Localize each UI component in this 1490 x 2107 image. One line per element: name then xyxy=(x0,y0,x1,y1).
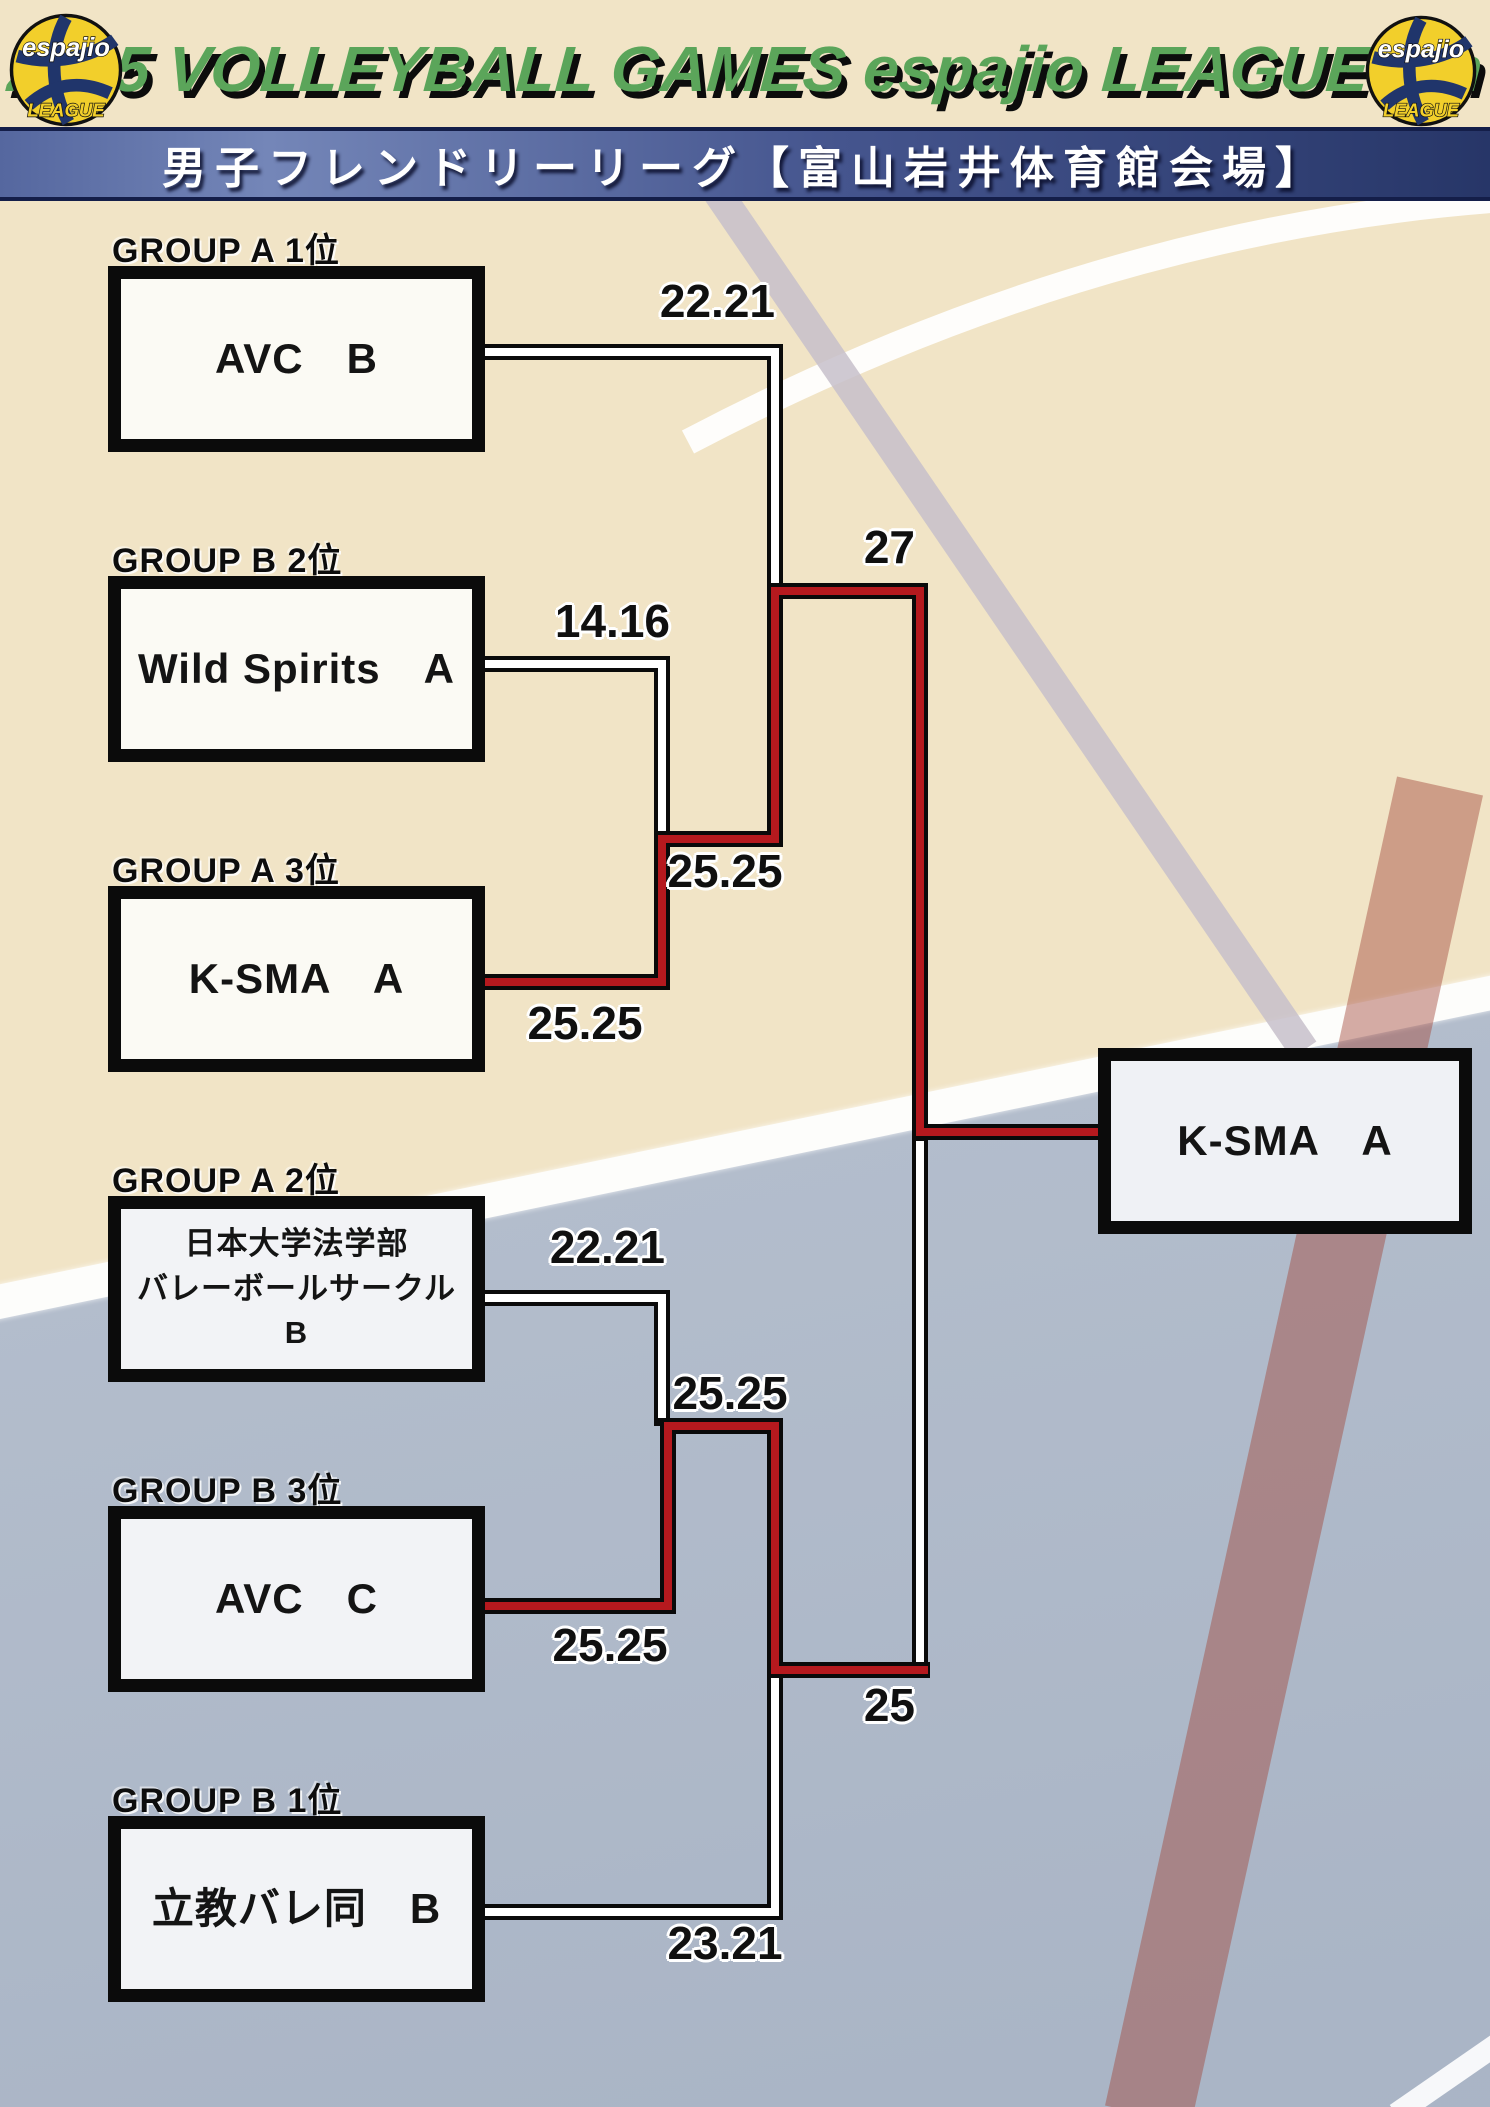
team-box-avc-b: AVC B xyxy=(108,266,485,452)
espajio-logo-left: espajio LEAGUE xyxy=(9,13,123,127)
venue-banner: 男子フレンドリーリーグ【富山岩井体育館会場】 xyxy=(0,127,1490,201)
line-nichidai xyxy=(485,1294,666,1418)
champion-box: K-SMA A xyxy=(1098,1048,1472,1234)
score-avcc-quarterfinal: 25.25 xyxy=(552,1619,668,1671)
court-lavender-line xyxy=(673,137,1317,1059)
line-avc-b xyxy=(485,348,779,583)
line-champion-ksma xyxy=(485,587,1104,1136)
score-final-winner: 27 xyxy=(863,521,915,573)
score-nichidai: 22.21 xyxy=(549,1221,665,1273)
court-red-stripe xyxy=(1105,776,1483,2107)
venue-banner-text: 男子フレンドリーリーグ【富山岩井体育館会場】 xyxy=(162,144,1328,193)
team-box-ksma: K-SMA A xyxy=(108,886,485,1072)
group-label-b3: GROUP B 3位 xyxy=(112,1472,343,1510)
team-name: 立教バレ同 B xyxy=(151,1884,442,1932)
team-box-nichidai: 日本大学法学部 バレーボールサークル B xyxy=(108,1196,485,1382)
group-label-a2: GROUP A 2位 xyxy=(112,1162,340,1200)
loser-path-lines xyxy=(485,348,924,1916)
logo-sub-text: LEAGUE xyxy=(1383,100,1460,121)
group-label-a1: GROUP A 1位 xyxy=(112,232,340,270)
winner-path-lines xyxy=(485,587,1104,1674)
team-box-wild-spirits: Wild Spirits A xyxy=(108,576,485,762)
score-ksma-quarterfinal: 25.25 xyxy=(527,997,643,1049)
team-box-avc-c: AVC C xyxy=(108,1506,485,1692)
team-name: 日本大学法学部 バレーボールサークル B xyxy=(136,1225,457,1351)
logo-brand-text: espajio xyxy=(1378,35,1464,63)
score-final-runnerup: 25 xyxy=(863,1679,915,1731)
group-label-b1: GROUP B 1位 xyxy=(112,1782,343,1820)
espajio-logo-right: espajio LEAGUE xyxy=(1365,15,1477,127)
line-rikkyo xyxy=(485,1678,779,1916)
team-name: AVC B xyxy=(215,334,378,382)
champion-name: K-SMA A xyxy=(1177,1116,1393,1164)
team-box-rikkyo: 立教バレ同 B xyxy=(108,1816,485,2002)
logo-sub-text: LEAGUE xyxy=(27,99,105,120)
score-ksma-semifinal: 25.25 xyxy=(667,845,783,897)
logo-brand-text: espajio xyxy=(22,34,110,62)
score-avc-b: 22.21 xyxy=(659,275,775,327)
team-name: Wild Spirits A xyxy=(138,644,455,692)
court-arc-line xyxy=(681,187,1490,454)
score-rikkyo: 23.21 xyxy=(667,1917,783,1969)
score-avcc-semifinal: 25.25 xyxy=(672,1367,788,1419)
score-wild-spirits: 14.16 xyxy=(554,595,670,647)
team-name: K-SMA A xyxy=(188,954,405,1002)
team-name: AVC C xyxy=(215,1574,378,1622)
court-corner-line xyxy=(1389,2035,1490,2107)
line-wild-spirits xyxy=(485,660,666,831)
group-label-b2: GROUP B 2位 xyxy=(112,542,343,580)
group-label-a3: GROUP A 3位 xyxy=(112,852,340,890)
line-runnerup-avcc xyxy=(485,1422,928,1674)
